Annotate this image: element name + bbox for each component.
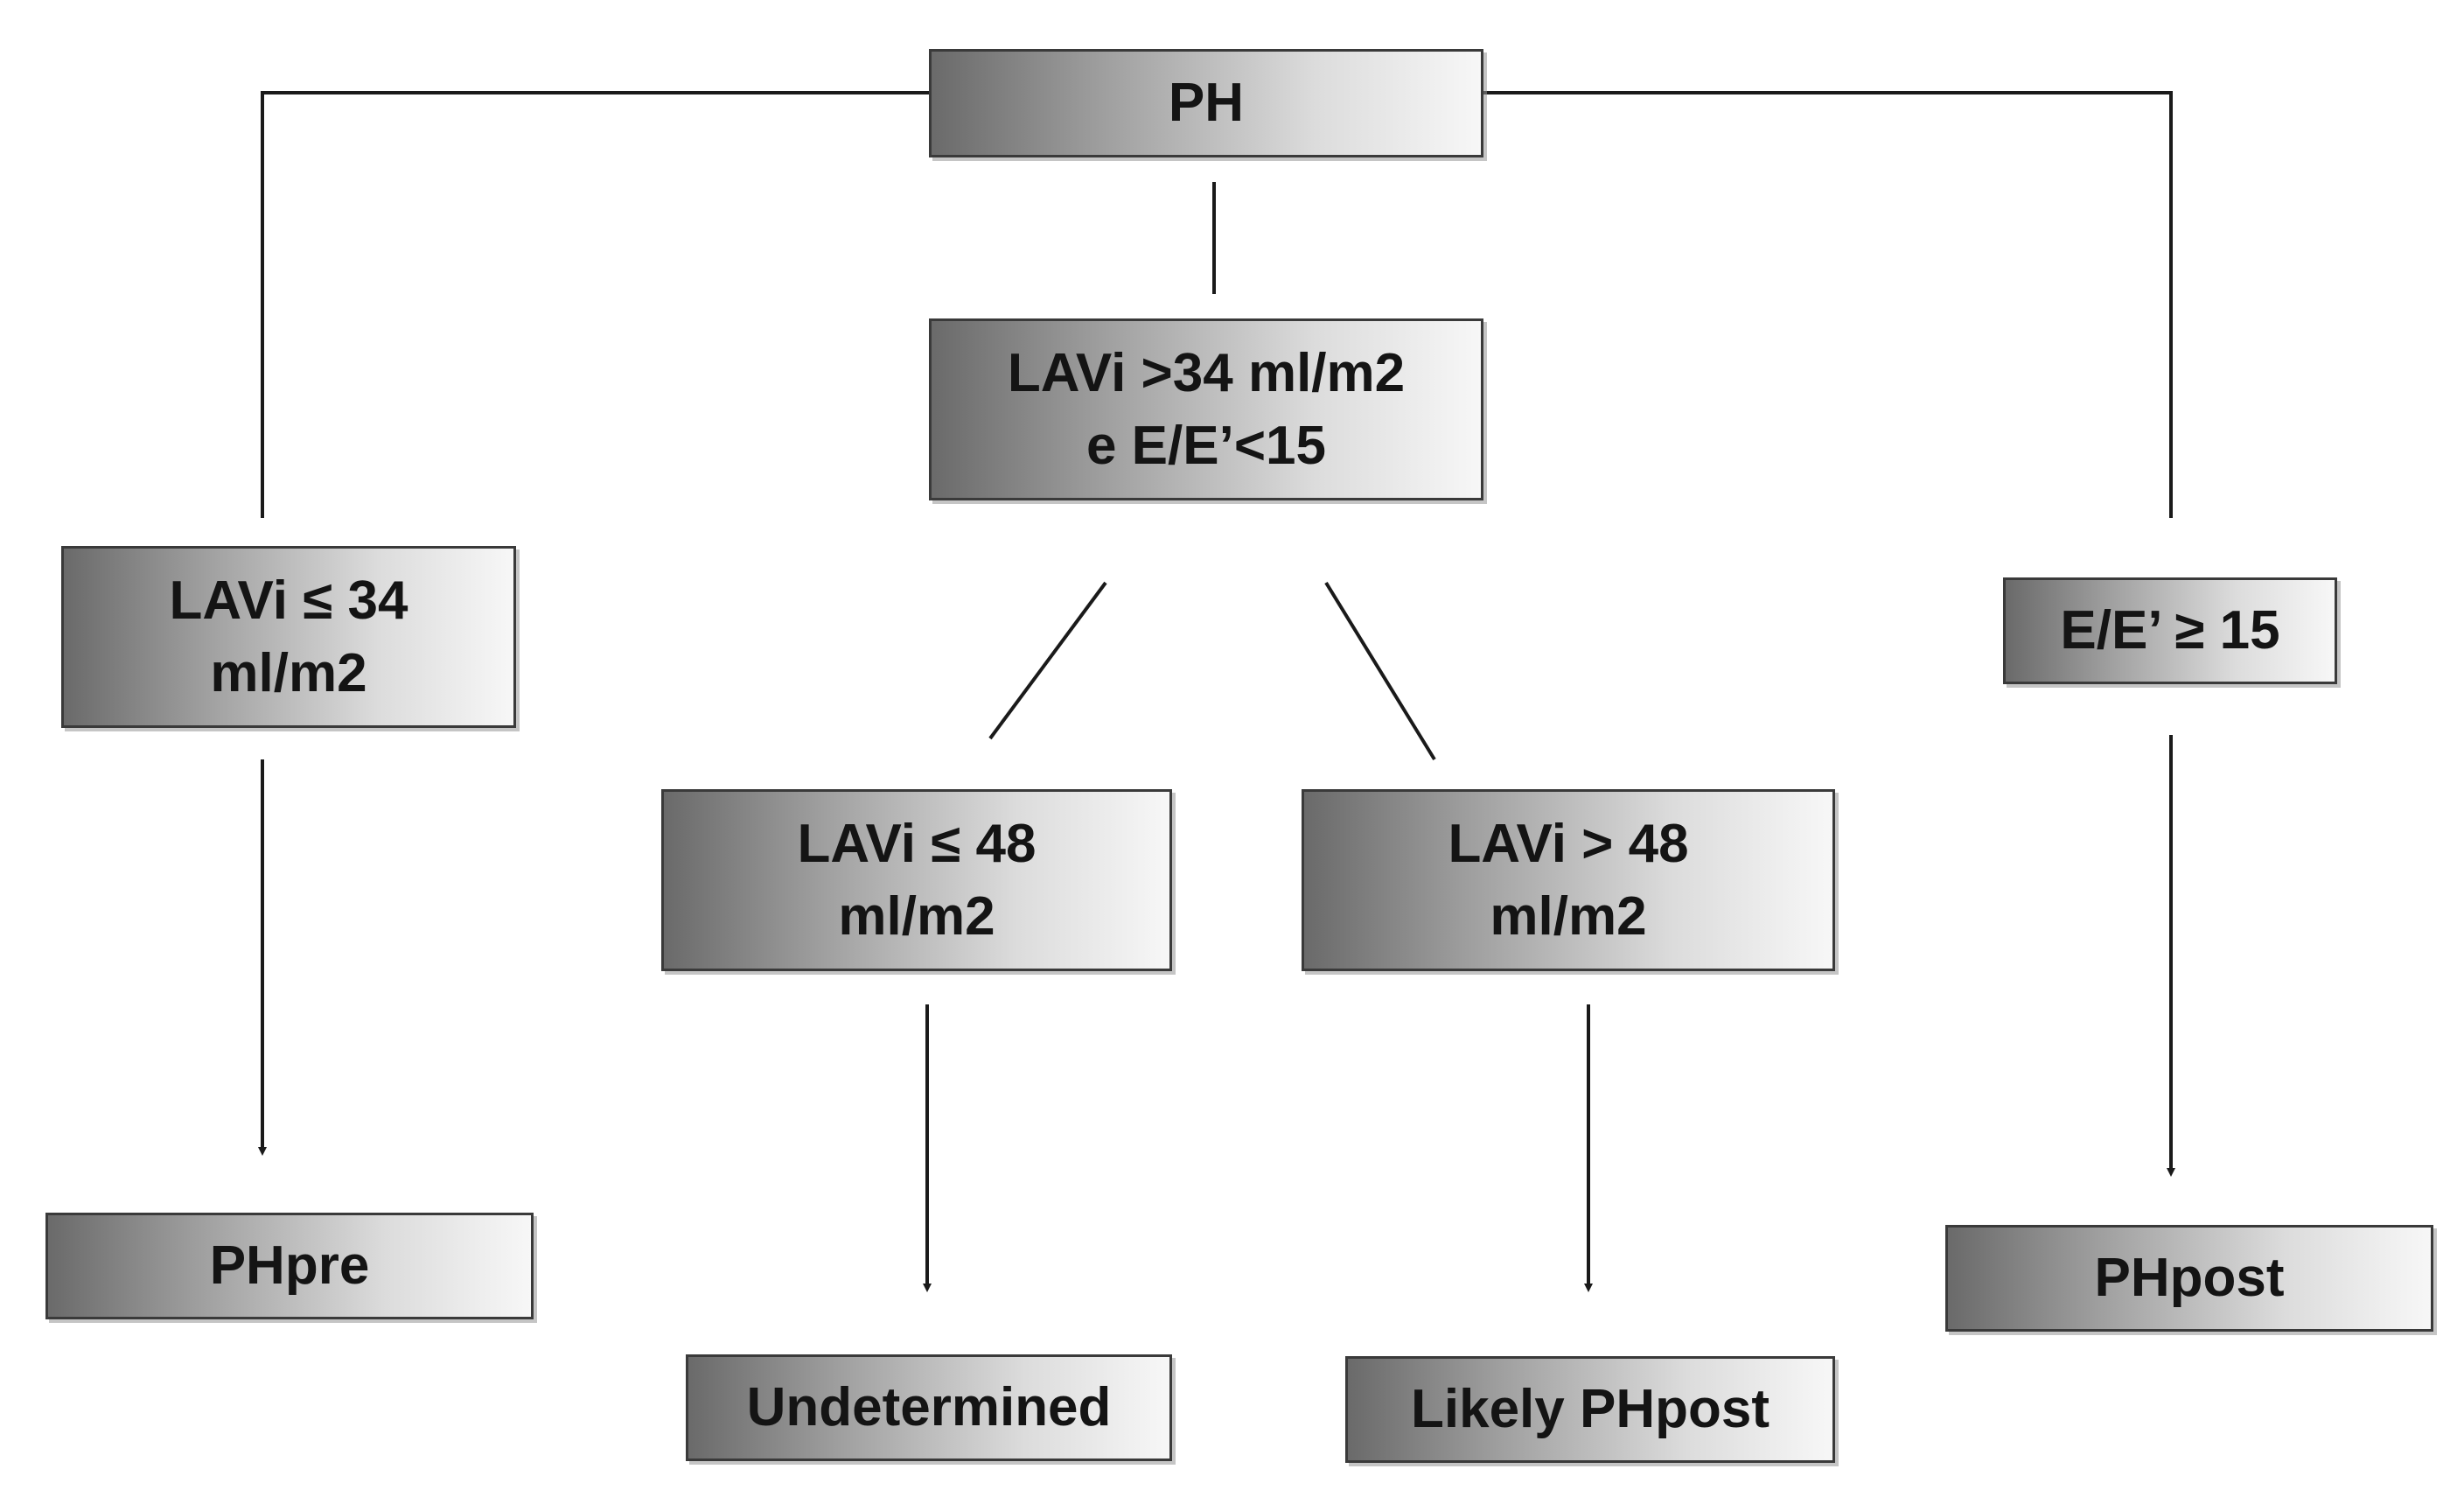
- node-lavi-le48-line2: ml/m2: [838, 886, 995, 947]
- node-ph: PH: [929, 49, 1483, 157]
- node-ee-ge15-label: E/E’ ≥ 15: [2060, 600, 2280, 661]
- node-phpre: PHpre: [45, 1213, 534, 1319]
- node-lavi-gt34-line1: LAVi >34 ml/m2: [1007, 342, 1406, 403]
- node-likely-phpost: Likely PHpost: [1345, 1356, 1835, 1463]
- node-lavi-gt48: LAVi > 48 ml/m2: [1302, 789, 1835, 971]
- connector-lavi-gt34-to-lavi-gt48: [1324, 581, 1436, 761]
- node-lavi-le34-line2: ml/m2: [210, 643, 367, 703]
- node-ee-ge15: E/E’ ≥ 15: [2003, 577, 2337, 684]
- connector-ph-to-ee-ge15: [1483, 91, 2173, 518]
- node-lavi-gt48-line2: ml/m2: [1490, 886, 1647, 947]
- connector-ph-to-lavi-le34: [261, 91, 929, 518]
- node-lavi-le48-line1: LAVi ≤ 48: [797, 813, 1037, 874]
- node-lavi-le34-line1: LAVi ≤ 34: [169, 570, 408, 631]
- node-lavi-le34: LAVi ≤ 34 ml/m2: [61, 546, 516, 728]
- node-phpost-label: PHpost: [2094, 1248, 2285, 1309]
- node-likely-phpost-label: Likely PHpost: [1411, 1379, 1769, 1440]
- node-lavi-le48: LAVi ≤ 48 ml/m2: [661, 789, 1172, 971]
- node-lavi-gt34-ee-lt15: LAVi >34 ml/m2 e E/E’<15: [929, 318, 1483, 500]
- node-phpost: PHpost: [1945, 1225, 2433, 1332]
- connector-lavi-gt34-to-lavi-le48: [988, 581, 1107, 740]
- node-phpre-label: PHpre: [209, 1235, 370, 1297]
- node-lavi-gt34-line2: e E/E’<15: [1085, 416, 1327, 476]
- node-ph-label: PH: [1168, 73, 1245, 134]
- node-undetermined: Undetermined: [686, 1354, 1172, 1461]
- node-undetermined-label: Undetermined: [746, 1377, 1112, 1438]
- node-lavi-gt48-line1: LAVi > 48: [1448, 813, 1689, 874]
